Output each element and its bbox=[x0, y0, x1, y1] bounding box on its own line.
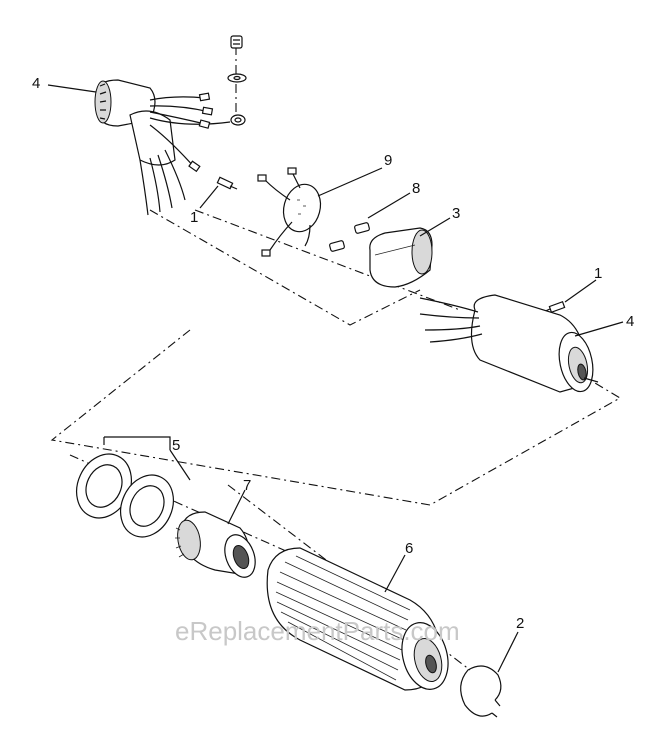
part-4-field-frame bbox=[419, 294, 599, 393]
part-3-housing-band bbox=[369, 227, 433, 288]
watermark-text: eReplacementParts.com bbox=[175, 616, 460, 646]
part-5-gaskets bbox=[76, 436, 191, 538]
callout-4-right: 4 bbox=[626, 313, 634, 330]
callout-6: 6 bbox=[405, 540, 413, 557]
callout-3: 3 bbox=[452, 205, 460, 222]
callout-9: 9 bbox=[384, 152, 392, 169]
leader-lines bbox=[47, 84, 624, 673]
armature-slots bbox=[275, 555, 411, 681]
part-7-sleeve bbox=[175, 511, 256, 578]
callout-1-right: 1 bbox=[594, 265, 602, 282]
part-8-brushes bbox=[329, 222, 370, 252]
part-9-terminal-board bbox=[257, 167, 322, 257]
callout-2: 2 bbox=[516, 615, 524, 632]
callout-4-top: 4 bbox=[32, 75, 40, 92]
part-2-snap-ring bbox=[460, 665, 502, 718]
callout-8: 8 bbox=[412, 180, 420, 197]
part-1-screw-upper bbox=[216, 176, 238, 190]
top-screw-and-washer bbox=[227, 35, 247, 83]
callout-labels: 4 1 9 8 3 1 4 5 7 6 2 bbox=[32, 75, 634, 632]
callout-1-upper: 1 bbox=[190, 209, 198, 226]
part-6-armature bbox=[266, 547, 449, 691]
part-4-brush-assembly-top bbox=[94, 79, 246, 216]
callout-7: 7 bbox=[243, 477, 251, 494]
callout-5: 5 bbox=[172, 437, 180, 454]
